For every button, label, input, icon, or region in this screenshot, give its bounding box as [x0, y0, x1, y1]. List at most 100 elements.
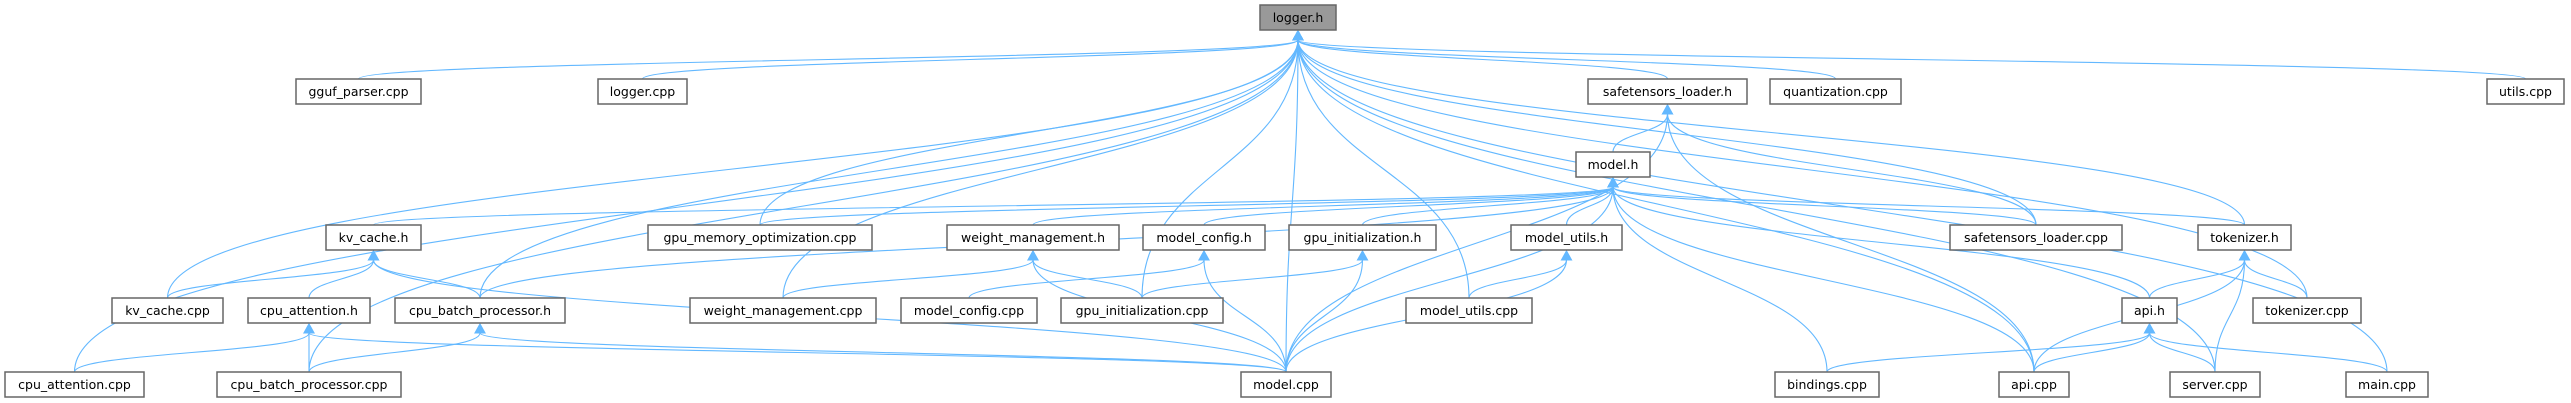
node-label: model.h: [1588, 157, 1639, 172]
node-logger-cpp[interactable]: logger.cpp: [597, 78, 688, 105]
edge-bindings_cpp-to-model_h: [1607, 176, 1828, 373]
node-box: [900, 297, 1038, 324]
node-box: [2121, 297, 2178, 324]
edge-line: [1297, 39, 1669, 80]
node-box: [2345, 371, 2429, 398]
arrowhead-icon: [1356, 249, 1369, 261]
node-safetensors-loader-h[interactable]: safetensors_loader.h: [1587, 78, 1748, 105]
node-box: [1240, 371, 1332, 398]
edge-line: [1297, 39, 2246, 226]
edge-line: [1297, 39, 2035, 373]
edge-model_config_cpp-to-model_config_h: [968, 249, 1210, 299]
node-box: [1060, 297, 1224, 324]
node-gpu-memory-optimization-cpp[interactable]: gpu_memory_optimization.cpp: [647, 224, 873, 251]
edge-line: [1468, 259, 1568, 299]
edge-logger_cpp-to-logger_h: [641, 29, 1304, 80]
node-model-utils-cpp[interactable]: model_utils.cpp: [1405, 297, 1533, 324]
node-box: [216, 371, 402, 398]
node-cpu-batch-processor-cpp[interactable]: cpu_batch_processor.cpp: [216, 371, 402, 398]
node-label: model_utils.cpp: [1420, 303, 1518, 318]
edge-main_cpp-to-api_h: [2143, 322, 2388, 373]
edge-line: [308, 259, 375, 299]
arrowhead-icon: [1198, 249, 1210, 261]
edge-line: [1141, 39, 1299, 299]
node-kv-cache-h[interactable]: kv_cache.h: [325, 224, 422, 251]
edge-line: [372, 186, 1614, 226]
node-model-cpp[interactable]: model.cpp: [1240, 371, 1332, 398]
node-api-h[interactable]: api.h: [2121, 297, 2178, 324]
edge-bindings_cpp-to-api_h: [1826, 322, 2156, 373]
node-box: [1949, 224, 2123, 251]
node-cpu-batch-processor-h[interactable]: cpu_batch_processor.h: [394, 297, 566, 324]
node-box: [689, 297, 877, 324]
node-box: [1774, 371, 1880, 398]
node-cpu-attention-cpp[interactable]: cpu_attention.cpp: [4, 371, 145, 398]
node-label: safetensors_loader.cpp: [1964, 230, 2108, 245]
node-label: logger.h: [1273, 10, 1324, 25]
edge-gpu_memory_optimization_cpp-to-logger_h: [759, 29, 1304, 226]
edges-layer: [73, 29, 2527, 373]
edge-kv_cache_cpp-to-logger_h: [166, 29, 1304, 299]
node-box: [1288, 224, 1437, 251]
node-box: [1587, 78, 1748, 105]
node-label: kv_cache.h: [339, 230, 409, 245]
node-server-cpp[interactable]: server.cpp: [2169, 371, 2261, 398]
edge-model_cpp-to-model_config_h: [1198, 249, 1287, 373]
arrowhead-icon: [1661, 103, 1674, 115]
node-safetensors-loader-cpp[interactable]: safetensors_loader.cpp: [1949, 224, 2123, 251]
edge-line: [2148, 259, 2246, 299]
node-model-utils-h[interactable]: model_utils.h: [1510, 224, 1623, 251]
node-quantization-cpp[interactable]: quantization.cpp: [1769, 78, 1902, 105]
node-model-config-cpp[interactable]: model_config.cpp: [900, 297, 1038, 324]
edge-line: [1612, 113, 1669, 153]
arrowhead-icon: [1607, 176, 1619, 188]
node-cpu-attention-h[interactable]: cpu_attention.h: [247, 297, 371, 324]
node-main-cpp[interactable]: main.cpp: [2345, 371, 2429, 398]
node-box: [2252, 297, 2362, 324]
edge-model_cpp-to-cpu_attention_h: [303, 322, 1287, 373]
arrowhead-icon: [1292, 29, 1304, 41]
edge-line: [1032, 186, 1614, 226]
edge-line: [479, 39, 1299, 299]
edge-line: [641, 39, 1299, 80]
node-gguf-parser-cpp[interactable]: gguf_parser.cpp: [295, 78, 422, 105]
edge-line: [2243, 259, 2308, 299]
edge-line: [1612, 186, 2035, 373]
node-weight-management-h[interactable]: weight_management.h: [946, 224, 1120, 251]
edge-kv_cache_h-to-model_h: [372, 176, 1619, 226]
node-weight-management-cpp[interactable]: weight_management.cpp: [689, 297, 877, 324]
node-label: weight_management.cpp: [704, 303, 863, 318]
node-utils-cpp[interactable]: utils.cpp: [2486, 78, 2565, 105]
node-box: [1142, 224, 1266, 251]
edge-line: [1666, 113, 2035, 373]
node-gpu-initialization-cpp[interactable]: gpu_initialization.cpp: [1060, 297, 1224, 324]
edge-line: [1612, 186, 1828, 373]
node-gpu-initialization-h[interactable]: gpu_initialization.h: [1288, 224, 1437, 251]
node-api-cpp[interactable]: api.cpp: [1998, 371, 2070, 398]
edge-line: [2148, 332, 2216, 373]
edge-line: [1666, 113, 2037, 226]
node-model-config-h[interactable]: model_config.h: [1142, 224, 1266, 251]
arrowhead-icon: [1027, 249, 1039, 261]
edge-line: [1285, 259, 1364, 373]
node-model-h[interactable]: model.h: [1575, 151, 1651, 178]
node-logger-h[interactable]: logger.h: [1259, 4, 1337, 31]
edge-line: [73, 332, 310, 373]
edge-line: [1285, 39, 1299, 373]
edge-line: [1297, 39, 1837, 80]
node-label: quantization.cpp: [1783, 84, 1888, 99]
node-box: [111, 297, 224, 324]
edge-gguf_parser_cpp-to-logger_h: [357, 29, 1304, 80]
edge-line: [1612, 186, 2151, 299]
edge-model_cpp-to-cpu_batch_processor_h: [474, 322, 1287, 373]
arrowhead-icon: [1560, 249, 1573, 261]
node-box: [2486, 78, 2565, 105]
node-label: gpu_initialization.cpp: [1076, 303, 1209, 318]
arrowhead-icon: [474, 322, 486, 334]
node-bindings-cpp[interactable]: bindings.cpp: [1774, 371, 1880, 398]
node-tokenizer-h[interactable]: tokenizer.h: [2197, 224, 2292, 251]
node-label: gpu_initialization.h: [1304, 230, 1422, 245]
node-tokenizer-cpp[interactable]: tokenizer.cpp: [2252, 297, 2362, 324]
node-kv-cache-cpp[interactable]: kv_cache.cpp: [111, 297, 224, 324]
node-label: utils.cpp: [2499, 84, 2552, 99]
